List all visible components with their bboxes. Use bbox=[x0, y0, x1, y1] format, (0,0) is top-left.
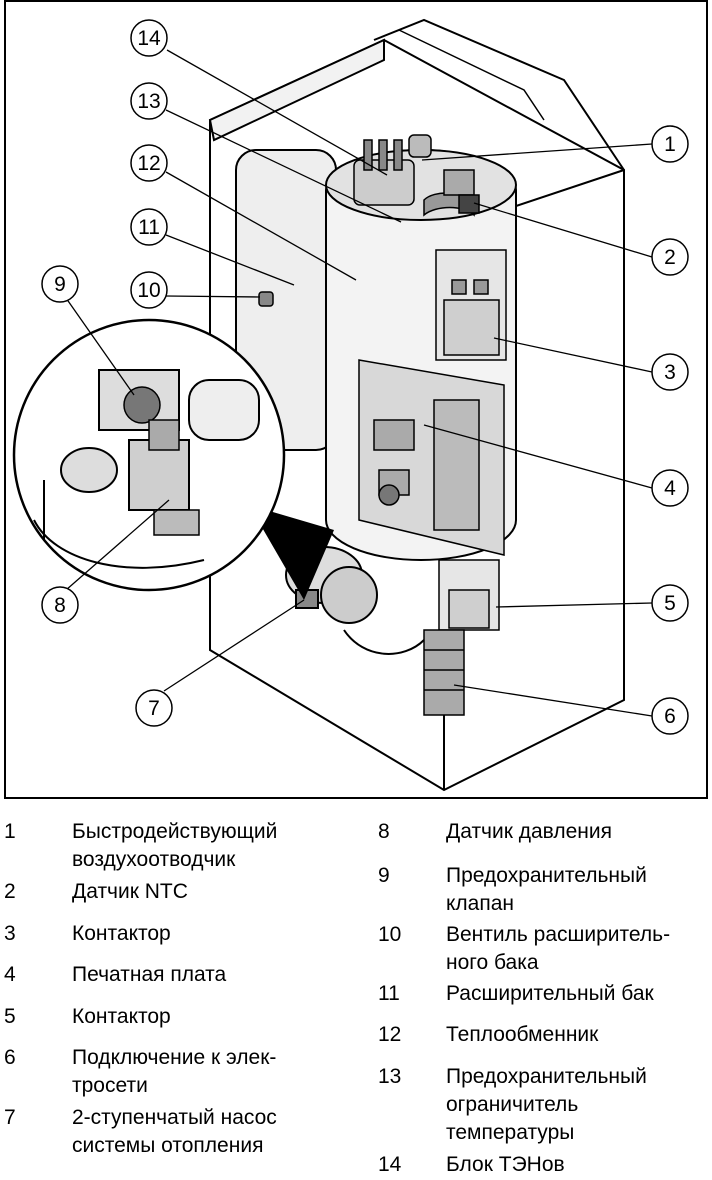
legend-number: 5 bbox=[4, 1005, 16, 1028]
svg-text:9: 9 bbox=[54, 273, 66, 296]
legend: 1 Быстродействующий воздухоотводчик 2 Да… bbox=[0, 818, 712, 1178]
legend-text: Быстродействующий воздухоотводчик bbox=[72, 820, 278, 871]
svg-text:14: 14 bbox=[137, 27, 161, 50]
callout-13: 13 bbox=[130, 82, 168, 120]
callout-10: 10 bbox=[130, 271, 168, 309]
legend-text: Предохранительный клапан bbox=[446, 864, 647, 915]
callout-1: 1 bbox=[651, 125, 689, 163]
legend-text: Печатная плата bbox=[72, 963, 227, 986]
legend-text: Теплообменник bbox=[446, 1023, 599, 1046]
svg-text:2: 2 bbox=[664, 246, 676, 269]
callout-8: 8 bbox=[41, 586, 79, 624]
legend-text: Предохранительный ограничитель температу… bbox=[446, 1065, 647, 1144]
contactor-upper bbox=[435, 249, 507, 361]
svg-text:13: 13 bbox=[137, 90, 160, 113]
legend-number: 7 bbox=[4, 1106, 16, 1129]
legend-number: 4 bbox=[4, 963, 16, 986]
legend-number: 1 bbox=[4, 820, 16, 843]
legend-number: 11 bbox=[378, 982, 400, 1005]
legend-text: Расширительный бак bbox=[446, 982, 654, 1005]
boiler-diagram: 14 13 12 11 10 9 8 7 1 2 3 4 bbox=[4, 0, 708, 800]
callout-12: 12 bbox=[130, 144, 168, 182]
legend-number: 9 bbox=[378, 864, 390, 887]
legend-text: Контактор bbox=[72, 922, 171, 945]
legend-text: Контактор bbox=[72, 1005, 171, 1028]
mains-connection-terminal bbox=[423, 629, 465, 716]
callout-7: 7 bbox=[135, 689, 173, 727]
svg-text:7: 7 bbox=[148, 697, 160, 720]
callout-leaders bbox=[65, 49, 653, 717]
callout-11: 11 bbox=[130, 208, 168, 246]
legend-number: 3 bbox=[4, 922, 16, 945]
svg-text:8: 8 bbox=[54, 594, 66, 617]
callout-9: 9 bbox=[41, 265, 79, 303]
expansion-tank-valve bbox=[258, 291, 274, 307]
contactor-lower bbox=[438, 559, 500, 631]
callout-14: 14 bbox=[130, 19, 168, 57]
legend-number: 14 bbox=[378, 1153, 402, 1176]
svg-text:3: 3 bbox=[664, 361, 676, 384]
printed-circuit-board bbox=[358, 359, 505, 556]
callout-2: 2 bbox=[651, 238, 689, 276]
legend-text: Датчик NTC bbox=[72, 880, 188, 903]
callout-4: 4 bbox=[651, 469, 689, 507]
callout-3: 3 bbox=[651, 353, 689, 391]
svg-text:4: 4 bbox=[664, 477, 676, 500]
legend-number: 12 bbox=[378, 1023, 402, 1046]
svg-text:10: 10 bbox=[137, 279, 160, 302]
legend-number: 6 bbox=[4, 1046, 16, 1069]
diagram-canvas: 14 13 12 11 10 9 8 7 1 2 3 4 bbox=[4, 0, 708, 799]
legend-text: Вентиль расширитель-ного бака bbox=[446, 923, 671, 974]
legend-number: 13 bbox=[378, 1065, 402, 1088]
legend-number: 2 bbox=[4, 880, 16, 903]
legend-number: 10 bbox=[378, 923, 402, 946]
svg-text:11: 11 bbox=[138, 216, 160, 239]
svg-text:12: 12 bbox=[137, 152, 160, 175]
svg-text:1: 1 bbox=[664, 133, 676, 156]
callout-6: 6 bbox=[651, 697, 689, 735]
svg-text:6: 6 bbox=[664, 705, 676, 728]
legend-text: 2-ступенчатый насос системы отопления bbox=[72, 1106, 277, 1157]
heating-element-block bbox=[353, 134, 480, 217]
legend-text: Блок ТЭНов bbox=[446, 1153, 565, 1176]
callout-5: 5 bbox=[651, 584, 689, 622]
legend-text: Подключение к элек-тросети bbox=[72, 1046, 277, 1097]
legend-number: 8 bbox=[378, 820, 390, 843]
detail-inset bbox=[12, 318, 334, 600]
legend-text: Датчик давления bbox=[446, 820, 612, 843]
svg-text:5: 5 bbox=[664, 592, 676, 615]
